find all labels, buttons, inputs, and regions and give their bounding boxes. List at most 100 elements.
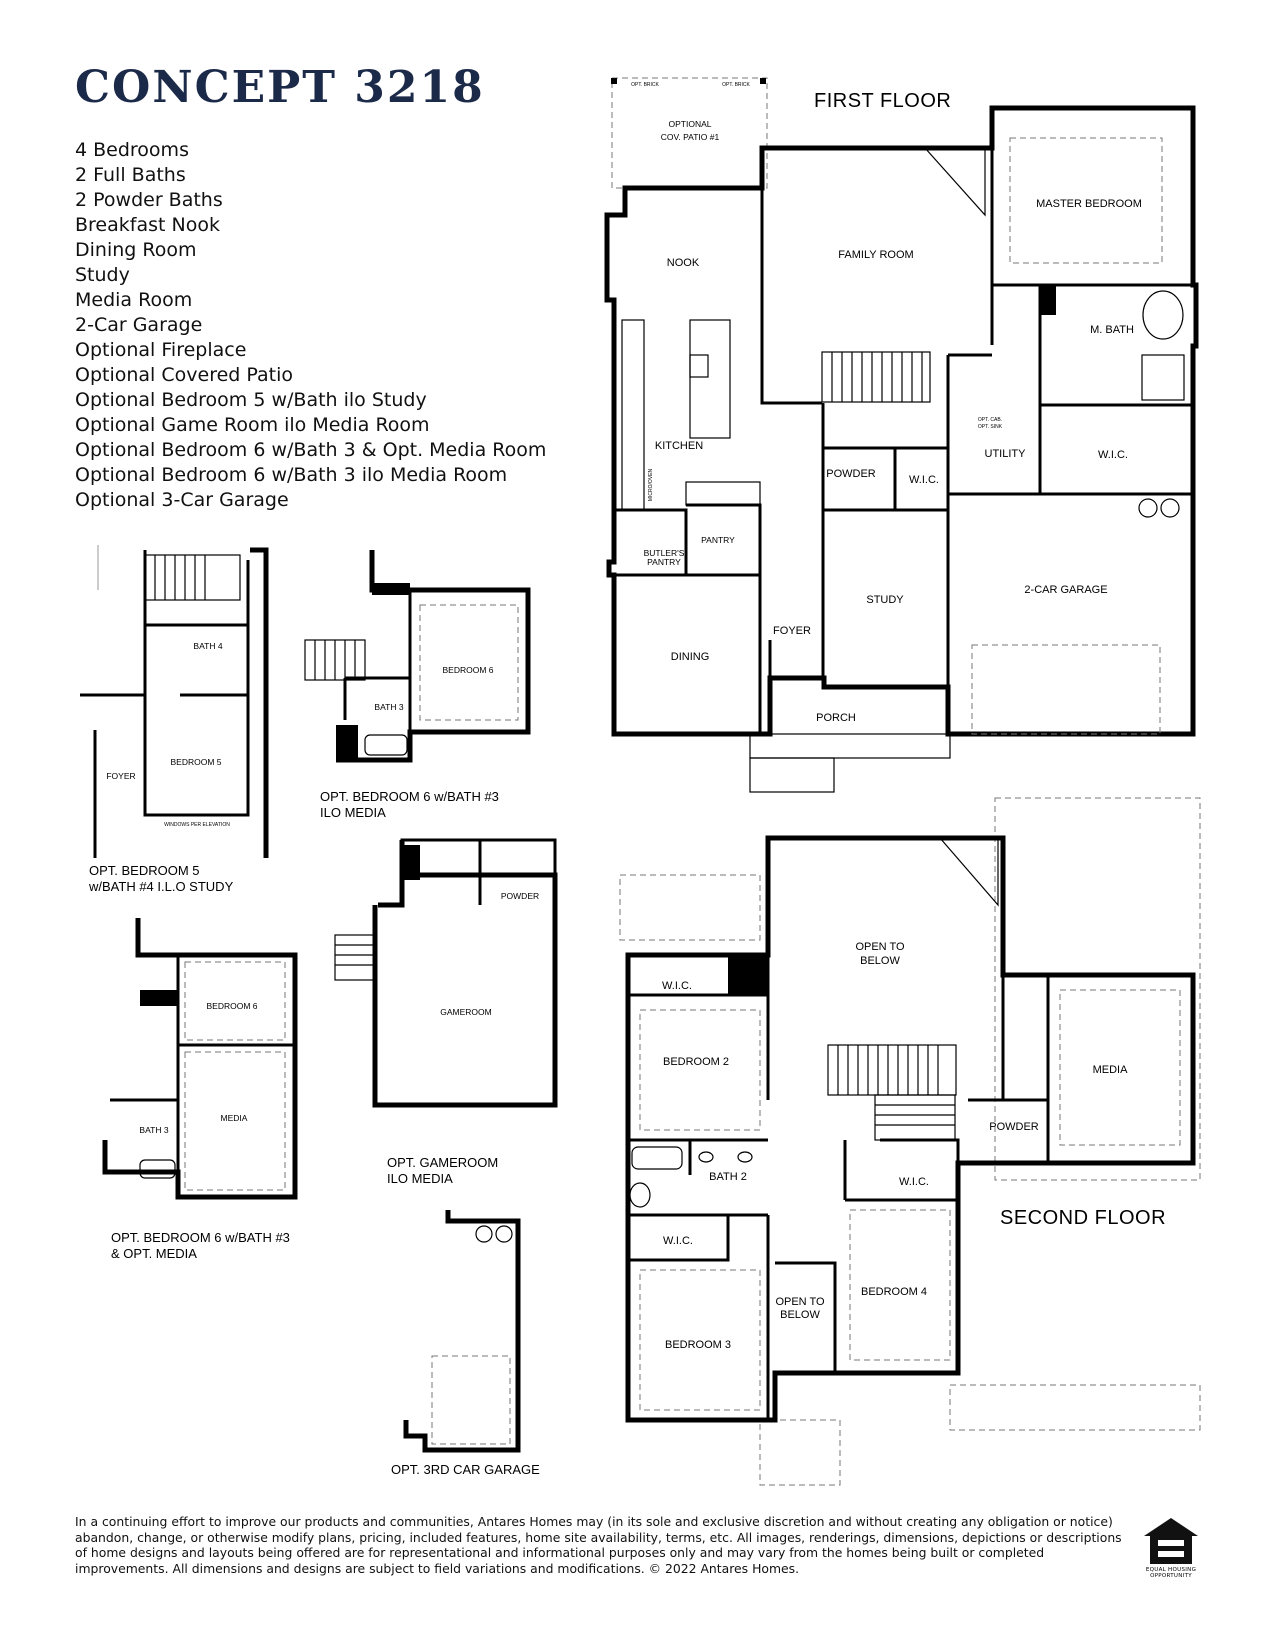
garage-label: 2-CAR GARAGE — [1024, 584, 1107, 596]
patio-label-line2: COV. PATIO #1 — [661, 132, 720, 142]
second-floor-exterior-wall — [625, 835, 1196, 1423]
porch-label: PORCH — [816, 712, 856, 724]
option-bedroom5-plan: BATH 4 BEDROOM 5 FOYER WINDOWS PER ELEVA… — [80, 545, 269, 894]
option-caption-line1: OPT. GAMEROOM — [387, 1155, 498, 1170]
legal-disclaimer: In a continuing effort to improve our pr… — [75, 1514, 1122, 1576]
feature-item: Optional Bedroom 5 w/Bath ilo Study — [75, 389, 427, 411]
feature-item: 2 Full Baths — [75, 164, 186, 186]
sink-icon — [698, 1151, 714, 1163]
master-bath-label: M. BATH — [1090, 324, 1134, 336]
opt5-east-wall — [250, 547, 269, 858]
game-chase — [402, 845, 420, 880]
brick-column — [760, 78, 766, 84]
bed2-wic-label: W.I.C. — [662, 980, 692, 992]
master-tray-ceiling — [1009, 137, 1163, 264]
sink-icon — [689, 354, 709, 378]
garage-door-outline — [971, 644, 1161, 735]
opt6-stairs — [304, 639, 366, 681]
open-to-below-mid-label-line1: OPEN TO — [775, 1296, 825, 1308]
feature-item: Study — [75, 264, 130, 286]
option-caption: OPT. 3RD CAR GARAGE — [391, 1462, 540, 1477]
water-heater-icon — [1160, 498, 1180, 518]
option-caption-line1: OPT. BEDROOM 5 — [89, 863, 200, 878]
patio-label-line1: OPTIONAL — [669, 119, 712, 129]
logo-text-line1: EQUAL HOUSING — [1145, 1567, 1197, 1573]
windows-note: WINDOWS PER ELEVATION — [164, 822, 230, 828]
powder-label: POWDER — [826, 468, 876, 480]
opt6m-chase — [140, 990, 178, 1006]
second-floor-stairs — [827, 1044, 957, 1141]
open-to-below-mid-label-line2: BELOW — [780, 1309, 820, 1321]
sink-icon — [737, 1151, 753, 1163]
water-heater-icon — [475, 1225, 493, 1243]
bed4-wic-label: W.I.C. — [899, 1176, 929, 1188]
option-gameroom-plan: POWDER GAMEROOM OPT. GAMEROOM ILO MEDIA — [334, 838, 558, 1186]
feature-item: Media Room — [75, 289, 193, 311]
opt6m-exterior-wall — [102, 918, 298, 1200]
feature-item: Dining Room — [75, 239, 197, 261]
option-caption-line2: & OPT. MEDIA — [111, 1246, 197, 1261]
bathtub-icon — [364, 734, 408, 756]
gameroom-label: GAMEROOM — [440, 1007, 491, 1017]
media-label: MEDIA — [1093, 1064, 1129, 1076]
option-caption-line2: w/BATH #4 I.L.O STUDY — [88, 879, 234, 894]
open-to-below-label-line1: OPEN TO — [855, 941, 905, 953]
equal-housing-logo-text: EQUAL HOUSING OPPORTUNITY — [1138, 1567, 1204, 1579]
feature-item: Optional 3-Car Garage — [75, 489, 289, 511]
foyer-label: FOYER — [106, 771, 135, 781]
bedroom-6-label: BEDROOM 6 — [442, 665, 493, 675]
bedroom-2-label: BEDROOM 2 — [663, 1056, 729, 1068]
game-stair-wall — [378, 840, 405, 908]
feature-list: 4 Bedrooms 2 Full Baths 2 Powder Baths B… — [75, 138, 546, 513]
option-bedroom6-media-plan: BEDROOM 6 MEDIA BATH 3 OPT. BEDROOM 6 w/… — [102, 918, 298, 1261]
game-powder-label: POWDER — [501, 891, 539, 901]
open-to-below-mid-wall — [775, 1261, 837, 1373]
wic-label: W.I.C. — [909, 474, 939, 486]
kitchen-island — [689, 319, 731, 439]
master-wic-label: W.I.C. — [1098, 449, 1128, 461]
opt-cab-label: OPT. CAB. — [978, 417, 1002, 423]
bath-3-label: BATH 3 — [139, 1125, 168, 1135]
open-to-below-label-line2: BELOW — [860, 955, 900, 967]
utility-label: UTILITY — [985, 448, 1027, 460]
media-tray-ceiling — [1059, 989, 1181, 1146]
kitchen-counter-south — [685, 481, 761, 506]
nook-label: NOOK — [667, 257, 700, 269]
game-stairs — [334, 934, 376, 981]
bedroom-4-label: BEDROOM 4 — [861, 1286, 927, 1298]
toilet-icon — [629, 1182, 651, 1208]
opt6-column — [336, 725, 358, 760]
option-caption-line2: ILO MEDIA — [320, 805, 386, 820]
feature-item: 2 Powder Baths — [75, 189, 223, 211]
feature-item: Optional Covered Patio — [75, 364, 293, 386]
pantry-label: PANTRY — [701, 535, 735, 545]
roof-outline — [759, 1419, 841, 1486]
option-third-car-plan: OPT. 3RD CAR GARAGE — [391, 1210, 540, 1477]
gameroom-wall — [372, 872, 558, 1108]
opt6m-media-ceiling — [184, 1051, 286, 1191]
feature-item: Optional Bedroom 6 w/Bath 3 & Opt. Media… — [75, 439, 547, 461]
logo-text-line2: OPPORTUNITY — [1150, 1573, 1192, 1579]
roof-outline — [619, 874, 761, 941]
option-caption-line1: OPT. BEDROOM 6 w/BATH #3 — [111, 1230, 290, 1245]
garage-third-car-wall — [403, 1210, 521, 1453]
feature-item: 2-Car Garage — [75, 314, 203, 336]
bed3-ceiling — [639, 1269, 761, 1411]
feature-item: 4 Bedrooms — [75, 139, 189, 161]
bathtub-icon — [139, 1159, 176, 1179]
fireplace-icon — [938, 837, 999, 907]
kitchen-counter — [621, 319, 645, 511]
bath-column — [1040, 285, 1056, 315]
option-caption-line2: ILO MEDIA — [387, 1171, 453, 1186]
fireplace-icon — [923, 147, 986, 217]
porch-step — [749, 733, 951, 759]
dining-label: DINING — [671, 651, 710, 663]
master-bedroom-label: MASTER BEDROOM — [1036, 198, 1142, 210]
brick-column — [611, 78, 617, 84]
roof-outline — [949, 1384, 1201, 1431]
feature-item: Optional Bedroom 6 w/Bath 3 ilo Media Ro… — [75, 464, 508, 486]
bed2-ceiling — [639, 1009, 761, 1131]
water-heater-icon — [1138, 498, 1158, 518]
second-floor-plan: SECOND FLOOR OPEN TO BELOW W.I.C. BEDROO… — [619, 797, 1201, 1486]
